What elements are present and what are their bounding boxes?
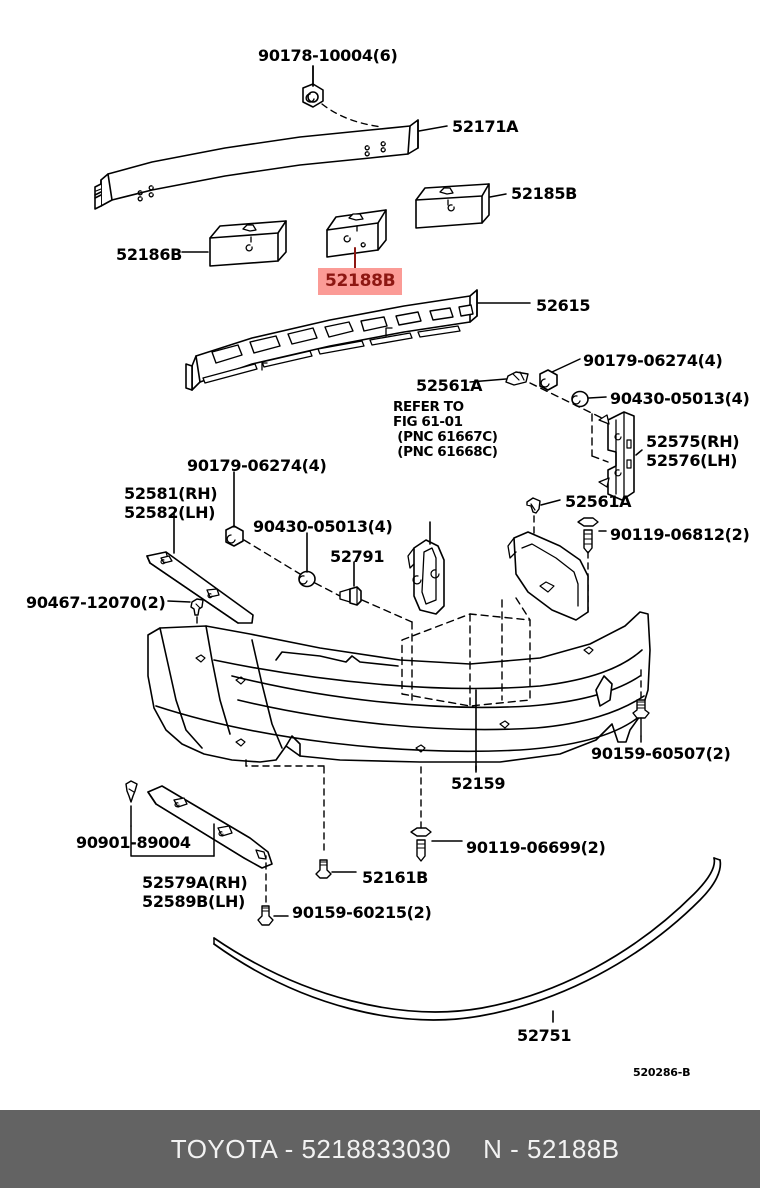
label-52575-52576: 52575(RH) 52576(LH): [646, 432, 740, 470]
label-52171a: 52171A: [452, 117, 519, 136]
part-90179-06274-nut-right: [539, 369, 558, 391]
part-90178-10004-nut: [302, 65, 324, 108]
part-90467-12070-clip: [190, 598, 204, 616]
label-90430-05013-left: 90430-05013(4): [253, 517, 393, 536]
parts-illustration: [94, 65, 722, 1023]
label-refer-to-fig: REFER TO FIG 61-01 (PNC 61667C) (PNC 616…: [393, 399, 498, 460]
part-52161b-screw: [315, 859, 332, 879]
label-52161b: 52161B: [362, 868, 429, 887]
label-90179-06274-right: 90179-06274(4): [583, 351, 723, 370]
part-52171a-reinforcement-beam: [94, 119, 419, 210]
part-52159-bumper-cover: [147, 611, 651, 763]
part-90159-60507-screw: [632, 699, 650, 737]
label-90159-60507: 90159-60507(2): [591, 744, 731, 763]
label-90119-06812: 90119-06812(2): [610, 525, 750, 544]
label-90430-05013-right: 90430-05013(4): [610, 389, 750, 408]
part-52615-retainer: [185, 289, 478, 391]
part-right-stay: [507, 531, 589, 621]
part-52185b-absorber: [415, 183, 490, 229]
label-90467-12070: 90467-12070(2): [26, 593, 166, 612]
label-52186b: 52186B: [116, 245, 183, 264]
part-90430-05013-gasket-left: [298, 570, 316, 588]
footer-bar: TOYOTA - 5218833030 N - 52188B: [0, 1110, 760, 1188]
part-90430-05013-gasket-right: [571, 390, 589, 408]
part-90179-06274-nut-left: [225, 525, 244, 547]
part-52561a-clip-top: [505, 371, 529, 386]
part-90119-06699-bolt: [410, 827, 432, 862]
highlighted-part-label[interactable]: 52188B: [318, 268, 403, 295]
label-90159-60215: 90159-60215(2): [292, 903, 432, 922]
label-52615: 52615: [536, 296, 591, 315]
part-52186b-absorber: [209, 220, 287, 267]
label-52581-52582: 52581(RH) 52582(LH): [124, 484, 218, 522]
part-52579a-bracket: [147, 785, 273, 869]
part-52561a-clip-mid: [526, 497, 541, 514]
part-52791-stay: [339, 586, 362, 606]
label-52579a-52589b: 52579A(RH) 52589B(LH): [142, 873, 248, 911]
label-52561a-mid: 52561A: [565, 492, 632, 511]
label-52185b: 52185B: [511, 184, 578, 203]
label-90119-06699: 90119-06699(2): [466, 838, 606, 857]
label-52561a-top: 52561A: [416, 376, 483, 395]
footer-part-code: 52188B: [526, 1133, 620, 1164]
footer-brand: TOYOTA: [170, 1133, 277, 1164]
label-90901-89004: 90901-89004: [76, 833, 191, 852]
footer-part-number: 5218833030: [301, 1133, 452, 1164]
part-90901-89004-clip: [125, 780, 138, 803]
part-52575-side-retainer: [598, 411, 635, 501]
part-90119-06812-bolt: [577, 517, 599, 554]
label-90179-06274-left: 90179-06274(4): [187, 456, 327, 475]
figure-code: 520286-B: [633, 1066, 691, 1079]
part-90159-60215-screw: [257, 905, 274, 926]
part-52581-side-support: [146, 551, 254, 624]
part-52188b-absorber: [326, 209, 387, 258]
footer-prefix: N: [483, 1133, 503, 1164]
label-52791: 52791: [330, 547, 385, 566]
footer-separator-1: -: [276, 1133, 302, 1164]
footer-separator-2: -: [502, 1133, 527, 1164]
label-52159: 52159: [451, 774, 506, 793]
footer-part-identification: TOYOTA - 5218833030 N - 52188B: [140, 1103, 619, 1196]
label-52751: 52751: [517, 1026, 572, 1045]
parts-diagram-canvas: 90178-10004(6) 52171A 52185B 52186B 5261…: [26, 46, 750, 1079]
part-bumper-stay-assembly: [407, 539, 445, 615]
label-90178-10004: 90178-10004(6): [258, 46, 398, 65]
part-52751-seal: [213, 857, 722, 1021]
